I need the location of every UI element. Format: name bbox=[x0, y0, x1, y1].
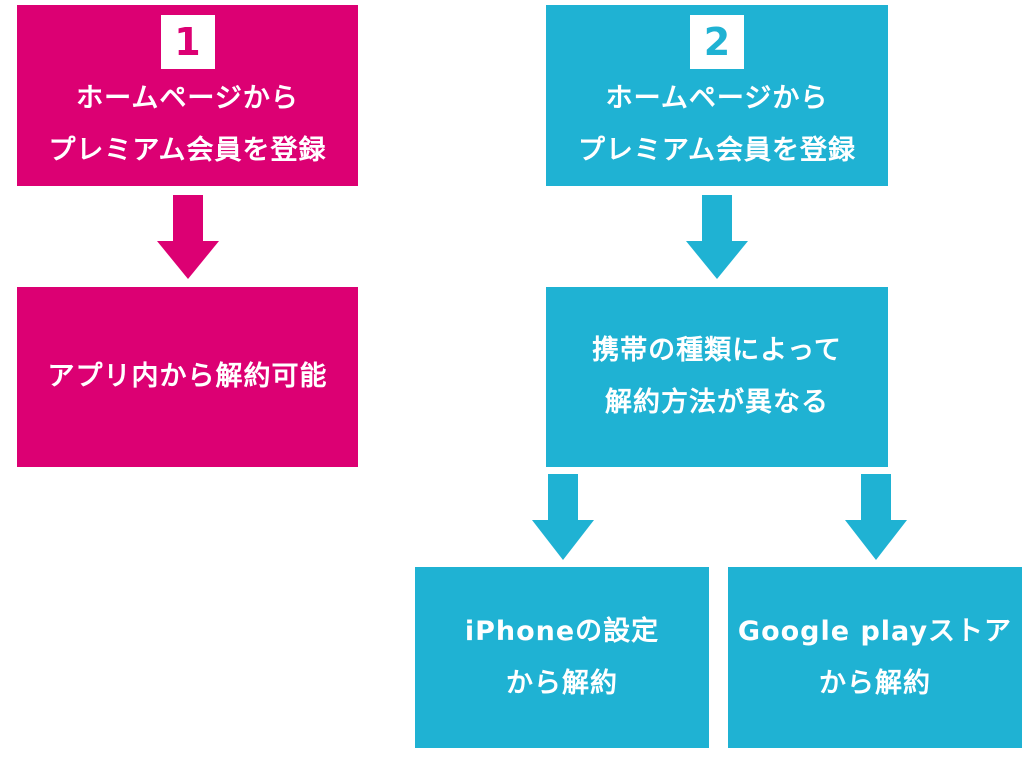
route2-step1-line1: ホームページから bbox=[605, 82, 829, 114]
route1-arrow-down-icon bbox=[157, 195, 219, 279]
route1-step2-line1: アプリ内から解約可能 bbox=[47, 361, 328, 392]
route1-number: 1 bbox=[174, 19, 201, 64]
branch-google-line2: から解約 bbox=[819, 667, 931, 699]
route2-step2-box: 携帯の種類によって 解約方法が異なる bbox=[546, 287, 888, 467]
route1-step2-box: アプリ内から解約可能 bbox=[17, 287, 358, 467]
route2-step1-box: 2 ホームページから プレミアム会員を登録 bbox=[546, 5, 888, 186]
route1-number-badge: 1 bbox=[160, 14, 215, 69]
route1-step1-line2: プレミアム会員を登録 bbox=[48, 134, 327, 166]
branch-google-line1: Google playストア bbox=[737, 615, 1013, 647]
route2-step2-line1: 携帯の種類によって bbox=[592, 335, 842, 366]
route2-arrow-down-icon bbox=[686, 195, 748, 279]
branch-google-arrow-down-icon bbox=[845, 474, 907, 560]
route2-step2-line2: 解約方法が異なる bbox=[605, 387, 829, 418]
route2-number-badge: 2 bbox=[690, 14, 744, 69]
route1-step1-line1: ホームページから bbox=[76, 82, 299, 114]
branch-iphone-line2: から解約 bbox=[506, 667, 618, 699]
route1-step1-box: 1 ホームページから プレミアム会員を登録 bbox=[17, 5, 358, 186]
branch-iphone-box: iPhoneの設定 から解約 bbox=[415, 567, 709, 748]
branch-google-box: Google playストア から解約 bbox=[728, 567, 1022, 748]
branch-iphone-arrow-down-icon bbox=[532, 474, 594, 560]
route2-step1-line2: プレミアム会員を登録 bbox=[577, 134, 857, 166]
branch-iphone-line1: iPhoneの設定 bbox=[464, 615, 660, 647]
route2-number: 2 bbox=[703, 19, 731, 64]
